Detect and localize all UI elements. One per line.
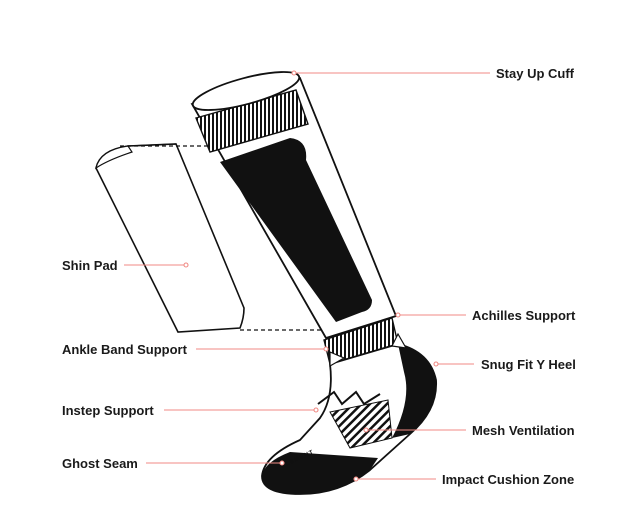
sock-illustration [190, 71, 437, 495]
label-shin-pad: Shin Pad [62, 258, 118, 273]
label-stay-up-cuff: Stay Up Cuff [496, 66, 574, 81]
label-ghost-seam: Ghost Seam [62, 456, 138, 471]
label-ankle-band-support: Ankle Band Support [62, 342, 187, 357]
label-mesh-ventilation: Mesh Ventilation [472, 423, 575, 438]
label-instep-support: Instep Support [62, 403, 154, 418]
shin-pad-illustration [95, 143, 245, 333]
label-snug-fit-y-heel: Snug Fit Y Heel [481, 357, 576, 372]
leader-lines [124, 70, 490, 482]
shin-pad-guides [120, 145, 330, 331]
label-achilles-support: Achilles Support [472, 308, 576, 323]
label-impact-cushion-zone: Impact Cushion Zone [442, 472, 575, 487]
